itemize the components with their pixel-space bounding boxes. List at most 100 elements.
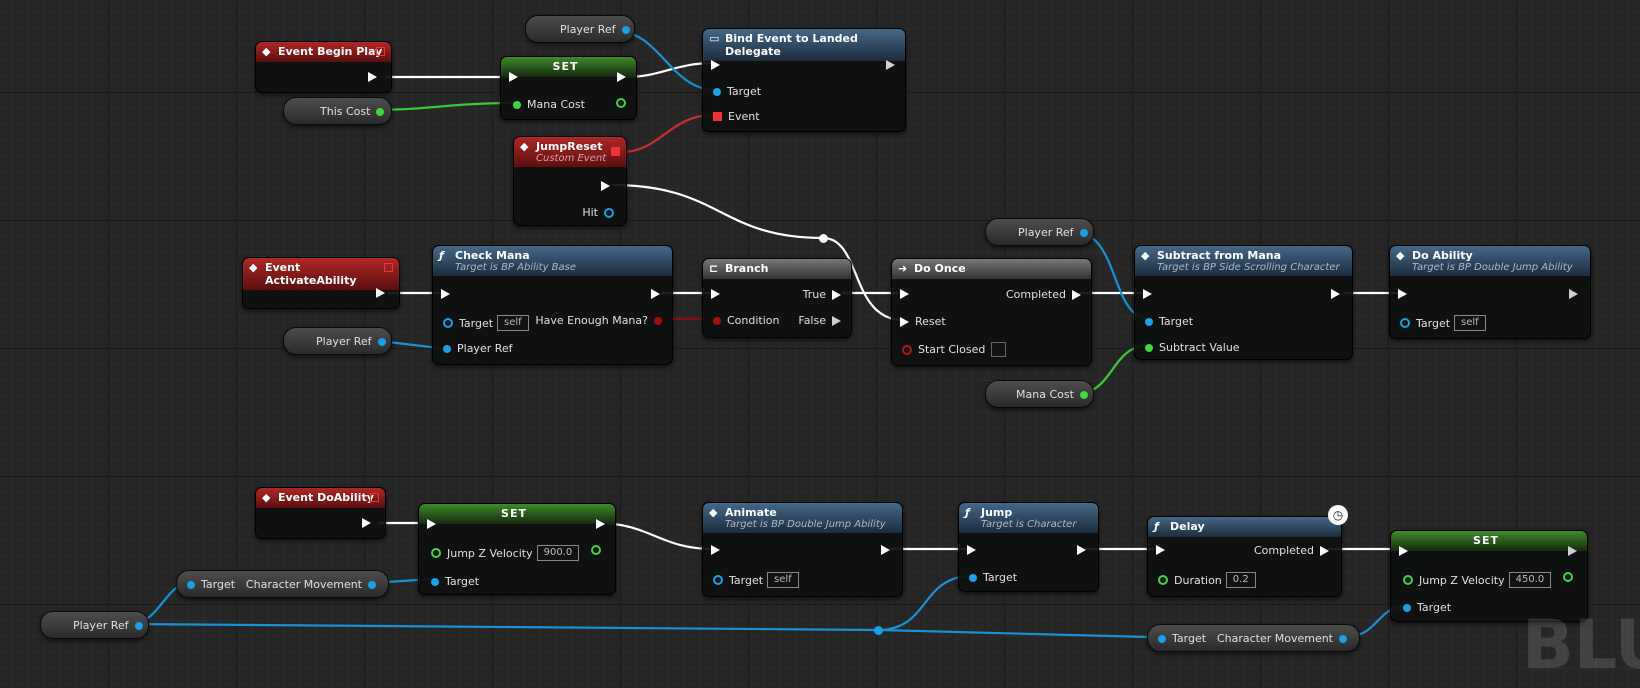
event-do-ability-node[interactable]: ◆Event DoAbility xyxy=(255,487,386,539)
exec-in-pin[interactable] xyxy=(900,289,909,299)
jump-value-field[interactable]: 900.0 xyxy=(536,545,580,561)
object-in-pin[interactable] xyxy=(431,577,439,586)
bind-event-node[interactable]: ▭Bind Event to Landed Delegate Target Ev… xyxy=(702,28,906,132)
exec-out-pin[interactable] xyxy=(1331,289,1340,299)
exec-in-pin[interactable] xyxy=(711,545,720,555)
object-in-pin[interactable] xyxy=(713,87,721,96)
float-in-pin[interactable] xyxy=(1403,575,1413,585)
delegate-pin[interactable] xyxy=(611,147,620,156)
delegate-pin[interactable] xyxy=(376,47,385,56)
exec-in-pin[interactable] xyxy=(1399,546,1408,556)
object-in-pin[interactable] xyxy=(713,575,723,585)
object-out-pin[interactable] xyxy=(621,25,630,34)
float-in-pin[interactable] xyxy=(431,548,441,558)
float-in-pin[interactable] xyxy=(1145,343,1153,352)
object-out-pin[interactable] xyxy=(377,337,386,346)
do-once-node[interactable]: ➜Do Once Completed Reset Start Closed xyxy=(891,258,1092,366)
reroute-knot-exec[interactable] xyxy=(819,234,828,243)
target-default-field[interactable]: self xyxy=(497,315,529,331)
reroute-knot-object[interactable] xyxy=(874,626,883,635)
mana-cost-variable-node[interactable]: Mana Cost xyxy=(985,380,1094,408)
exec-out-completed-pin[interactable] xyxy=(1320,545,1329,556)
object-in-pin[interactable] xyxy=(1400,318,1410,328)
exec-out-pin[interactable] xyxy=(1569,289,1578,299)
player-ref-variable-node[interactable]: Player Ref xyxy=(283,327,392,355)
exec-in-pin[interactable] xyxy=(441,289,450,299)
player-ref-variable-node[interactable]: Player Ref xyxy=(985,218,1094,246)
object-out-pin[interactable] xyxy=(368,580,376,589)
exec-out-pin[interactable] xyxy=(886,60,895,70)
float-out-pin[interactable] xyxy=(1563,572,1573,582)
this-cost-variable-node[interactable]: This Cost xyxy=(283,97,392,125)
float-out-pin[interactable] xyxy=(616,98,626,108)
jump-value-field[interactable]: 450.0 xyxy=(1508,572,1552,588)
duration-value-field[interactable]: 0.2 xyxy=(1225,572,1256,588)
exec-out-true-pin[interactable] xyxy=(832,289,841,300)
character-movement-getter-node[interactable]: Target Character Movement xyxy=(1147,624,1360,652)
object-in-pin[interactable] xyxy=(187,580,195,589)
event-activate-ability-node[interactable]: ◆Event ActivateAbility xyxy=(242,257,400,309)
exec-out-pin[interactable] xyxy=(651,289,660,299)
object-in-pin[interactable] xyxy=(969,573,977,582)
exec-out-false-pin[interactable] xyxy=(832,315,841,326)
float-in-pin[interactable] xyxy=(1158,575,1168,585)
bool-in-pin[interactable] xyxy=(902,344,912,355)
exec-out-pin[interactable] xyxy=(368,72,377,82)
delegate-pin[interactable] xyxy=(370,493,379,502)
exec-in-pin[interactable] xyxy=(711,60,720,70)
exec-in-pin[interactable] xyxy=(1143,289,1152,299)
exec-in-pin[interactable] xyxy=(1156,545,1165,555)
object-in-pin[interactable] xyxy=(1158,634,1166,643)
object-out-pin[interactable] xyxy=(1079,228,1088,237)
exec-out-pin[interactable] xyxy=(617,72,626,82)
float-out-pin[interactable] xyxy=(1079,390,1088,399)
exec-out-pin[interactable] xyxy=(362,518,371,528)
character-movement-getter-node[interactable]: Target Character Movement xyxy=(176,570,389,598)
bool-in-pin[interactable] xyxy=(713,316,721,325)
delegate-in-pin[interactable] xyxy=(713,112,722,121)
object-out-pin[interactable] xyxy=(604,207,614,218)
exec-in-pin[interactable] xyxy=(509,72,518,82)
object-out-pin[interactable] xyxy=(134,621,143,630)
exec-out-pin[interactable] xyxy=(601,181,610,191)
player-ref-variable-node[interactable]: Player Ref xyxy=(525,15,635,43)
event-begin-play-node[interactable]: ◆Event Begin Play xyxy=(255,41,392,93)
exec-in-pin[interactable] xyxy=(711,289,720,299)
exec-out-pin[interactable] xyxy=(881,545,890,555)
start-closed-checkbox[interactable] xyxy=(991,342,1007,357)
object-in-pin[interactable] xyxy=(443,344,451,353)
float-in-pin[interactable] xyxy=(513,100,521,109)
exec-out-pin[interactable] xyxy=(1568,546,1577,556)
exec-out-pin[interactable] xyxy=(596,519,605,529)
object-in-pin[interactable] xyxy=(443,318,453,328)
exec-in-pin[interactable] xyxy=(427,519,436,529)
branch-node[interactable]: ⊏Branch True Condition False xyxy=(702,258,852,338)
object-out-pin[interactable] xyxy=(1339,634,1347,643)
set-mana-cost-node[interactable]: SET Mana Cost xyxy=(500,56,637,120)
object-in-pin[interactable] xyxy=(1403,603,1411,612)
object-in-pin[interactable] xyxy=(1145,317,1153,326)
target-default-field[interactable]: self xyxy=(767,572,799,588)
float-out-pin[interactable] xyxy=(376,107,385,116)
exec-out-completed-pin[interactable] xyxy=(1072,289,1081,300)
exec-out-pin[interactable] xyxy=(1077,545,1086,555)
player-ref-variable-node[interactable]: Player Ref xyxy=(40,611,149,639)
delegate-pin[interactable] xyxy=(384,263,393,272)
float-out-pin[interactable] xyxy=(591,545,601,555)
bool-out-pin[interactable] xyxy=(654,316,662,325)
target-default-field[interactable]: self xyxy=(1454,315,1486,331)
exec-out-pin[interactable] xyxy=(376,288,385,298)
exec-in-pin[interactable] xyxy=(967,545,976,555)
exec-in-pin[interactable] xyxy=(1398,289,1407,299)
exec-in-reset-pin[interactable] xyxy=(900,316,909,327)
